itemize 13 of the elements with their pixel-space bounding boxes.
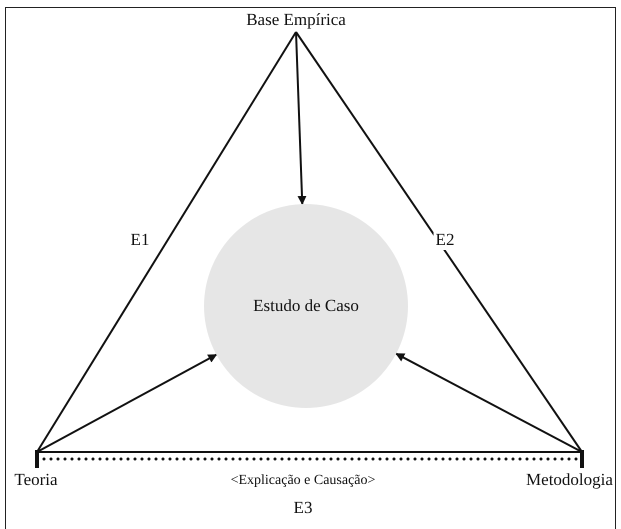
- dotted-line: [35, 450, 584, 468]
- edge-label: <Explicação e Causação>: [228, 473, 378, 489]
- line: [37, 451, 582, 453]
- arrow: [295, 32, 306, 205]
- vertex-label: Teoria: [0, 468, 72, 492]
- vertex-label: Metodologia: [518, 468, 621, 492]
- circle-label: Estudo de Caso: [252, 295, 360, 317]
- edge-label: E2: [434, 230, 456, 250]
- line: [295, 31, 583, 453]
- arrow: [36, 354, 218, 453]
- line: [36, 31, 297, 453]
- arrow: [395, 352, 582, 453]
- vertex-label: Base Empírica: [236, 8, 356, 32]
